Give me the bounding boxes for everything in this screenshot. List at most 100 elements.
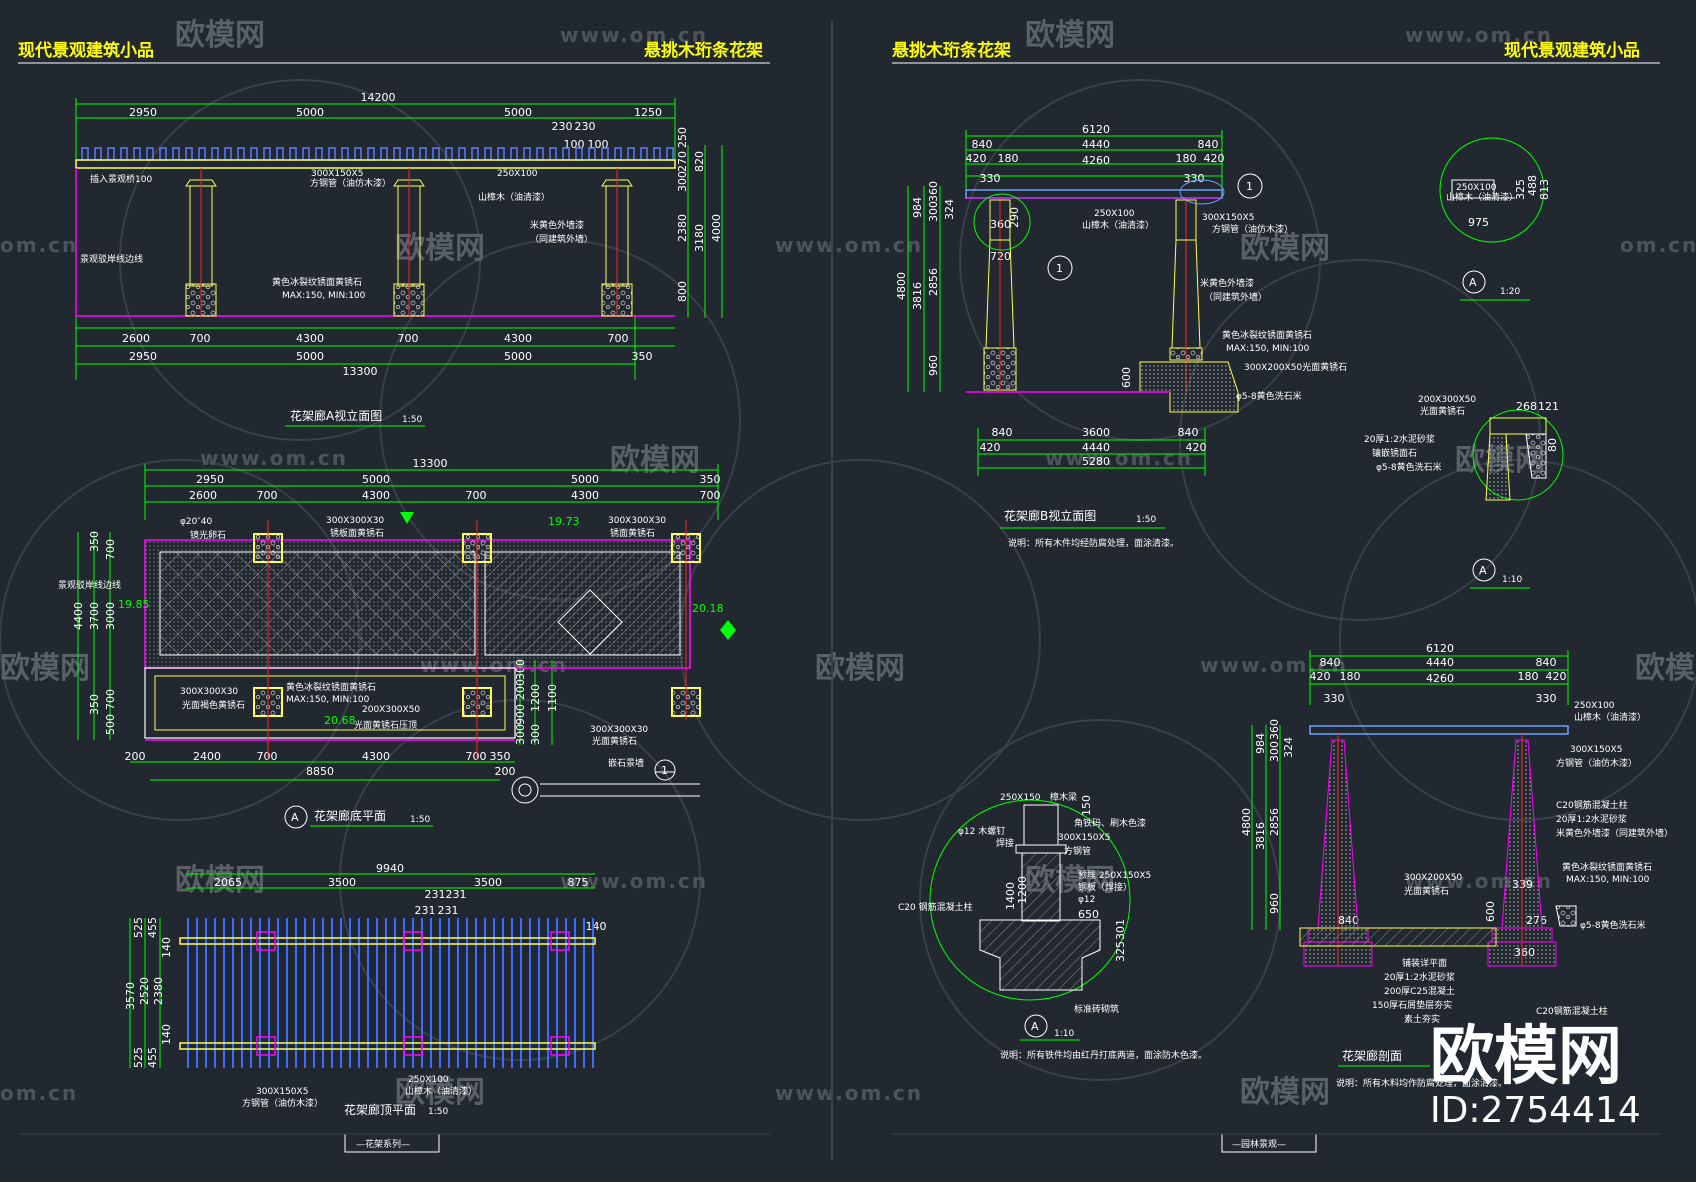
label: 预埋 250X150X5	[1078, 870, 1151, 881]
label: 光面黄锈石	[592, 735, 637, 747]
watermark-url: www.om.cn	[1200, 653, 1348, 677]
watermark-layer: 欧模网 欧模网 欧模网 欧模网 欧模网 欧模网 欧模网 欧模网 欧模网 欧模网 …	[0, 18, 1696, 1110]
drain-icon	[511, 776, 539, 804]
level-triangle-icon	[400, 512, 414, 524]
label: φ5-8黄色洗石米	[1580, 919, 1646, 931]
label: 景观驳岸线边线	[80, 253, 143, 265]
watermark-brand: 欧模网	[1240, 231, 1330, 266]
label: φ5-8黄色洗石米	[1376, 461, 1442, 473]
rafter	[380, 147, 388, 161]
dim: 984	[911, 197, 924, 218]
level-mark: 20.68	[324, 714, 356, 727]
watermark-brand: 欧模网	[1635, 651, 1696, 686]
caption-scale: 1:20	[1500, 287, 1520, 297]
dim: 300	[927, 201, 940, 222]
watermark-url: om.cn	[0, 1081, 78, 1105]
dim: 2856	[927, 268, 940, 296]
rafter	[510, 147, 518, 161]
caption-elevation-b: 花架廊B视立面图	[1004, 508, 1096, 523]
label: 300X200X50	[1404, 873, 1462, 883]
watermark-url: www.om.cn	[200, 446, 348, 470]
label: 山樟木（油清漆）	[1446, 191, 1518, 203]
dim: 5000	[571, 473, 599, 486]
note: 说明：所有木件均经防腐处理，面涂清漆。	[1008, 537, 1179, 549]
dim: 268	[1516, 400, 1537, 413]
label: 方钢管（油仿木漆）	[310, 177, 391, 189]
dim: 330	[1184, 172, 1205, 185]
dim: 300	[676, 171, 689, 192]
level-mark: 19.85	[118, 598, 150, 611]
dim: 2600	[122, 332, 150, 345]
label: 焊接	[996, 837, 1014, 849]
view-marker-label: A	[291, 811, 299, 824]
section: 6120 840 4440 840 420 180 4260 180 420 3…	[892, 642, 1673, 1153]
section-marker-icon	[654, 759, 676, 781]
dim: 420	[966, 152, 987, 165]
dim: 4400	[72, 602, 85, 630]
wall-outline	[144, 667, 516, 739]
dim: 350	[632, 350, 653, 363]
caption-section: 花架廊剖面	[1342, 1048, 1402, 1063]
note: 说明：所有木料均作防腐处理，面涂清漆。	[1336, 1077, 1507, 1089]
label: （同建筑外墙）	[1204, 291, 1267, 303]
dim: 4300	[571, 489, 599, 502]
dim: 975	[1468, 216, 1489, 229]
label: φ20″40	[180, 517, 212, 527]
rafter	[185, 147, 193, 161]
rafter	[198, 147, 206, 161]
dim: 231	[415, 904, 436, 917]
dim: 984	[1254, 733, 1267, 754]
dim: 2950	[129, 350, 157, 363]
dim: 500	[104, 714, 117, 735]
rafter	[81, 147, 89, 161]
label: 300X150X5	[1202, 213, 1254, 223]
label: 光面黄锈石	[1420, 405, 1465, 417]
top-plan-column	[550, 1036, 570, 1056]
elev-a-column	[393, 168, 425, 317]
rafter	[432, 147, 440, 161]
label: φ5-8黄色洗石米	[1236, 390, 1302, 402]
dim: 5000	[504, 350, 532, 363]
dim: 3000	[104, 602, 117, 630]
dim: 300	[514, 724, 527, 745]
dim: 700	[104, 539, 117, 560]
dim: 2380	[152, 977, 165, 1005]
dim: 350	[88, 531, 101, 552]
rafter	[263, 147, 271, 161]
label: 20厚1:2水泥砂浆	[1384, 971, 1455, 983]
dim: 455	[146, 917, 159, 938]
view-marker-icon	[284, 805, 308, 829]
rafter	[237, 147, 245, 161]
label: 标准砖砌筑	[1074, 1003, 1119, 1015]
dim: 960	[1268, 893, 1281, 914]
dim: 840	[1178, 426, 1199, 439]
dim: 820	[693, 151, 706, 172]
dim: 4300	[296, 332, 324, 345]
dim: 700	[190, 332, 211, 345]
watermark-url: www.om.cn	[1405, 23, 1553, 47]
caption-plan-bottom: 花架廊底平面	[314, 808, 386, 823]
label: 方钢管（油仿木漆）	[1212, 223, 1293, 235]
note: 说明：所有铁件均由红丹打底两道，面涂防木色漆。	[1000, 1049, 1207, 1061]
dim: 1100	[546, 684, 559, 712]
label: 300X300X30	[590, 725, 648, 735]
label: 20厚1:2水泥砂浆	[1364, 433, 1435, 445]
rafter	[133, 147, 141, 161]
watermark-brand: 欧模网	[815, 651, 905, 686]
label: 300X300X30	[180, 687, 238, 697]
title-right-right: 现代景观建筑小品	[1504, 40, 1640, 61]
detail-marker-label: 1	[1056, 262, 1063, 275]
label: 250X150	[1000, 793, 1041, 803]
watermark-brand: 欧模网	[175, 18, 265, 53]
dim: 600	[1120, 367, 1133, 388]
dim: 4800	[1240, 808, 1253, 836]
series-label: —花架系列—	[356, 1138, 410, 1150]
rafter	[367, 147, 375, 161]
label: 钢板（焊接）	[1078, 881, 1132, 893]
dim: 3500	[328, 876, 356, 889]
level-mark: 20.18	[692, 602, 724, 615]
dim: 360	[1268, 719, 1281, 740]
label: 20厚1:2水泥砂浆	[1556, 813, 1627, 825]
title-left-right: 悬挑木珩条花架	[644, 40, 763, 61]
label: 方钢管（油仿木漆）	[242, 1097, 323, 1109]
